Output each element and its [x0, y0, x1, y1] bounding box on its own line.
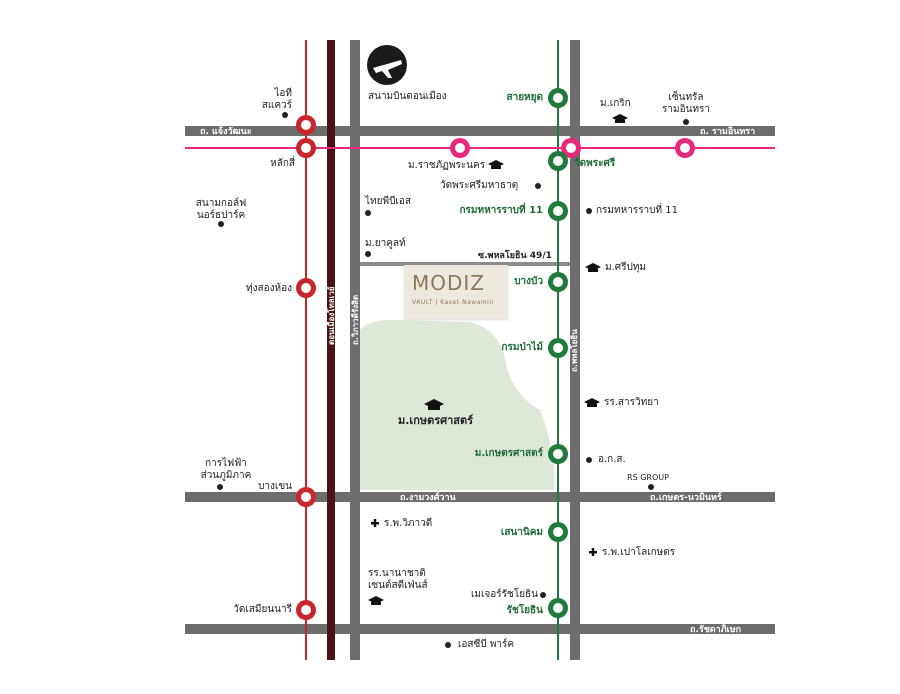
station-label-infantry: กรมทหารราบที่ 11 [459, 205, 543, 216]
road-label-ratchada: ถ.รัชดาภิเษก [690, 625, 742, 635]
place-rajabhat: ม.ราชภัฏพระนคร [408, 160, 486, 171]
place-scb-park: เอสซีบี พาร์ค [458, 639, 515, 650]
road-soi-49-1 [360, 262, 570, 266]
road-label-ngam-wong-wan: ถ.งามวงศ์วาน [400, 493, 456, 503]
red-stations [296, 115, 316, 620]
place-vibhavadi-hospital: ร.พ.วิภาวดี [384, 518, 433, 529]
road-label-ram-inthra: ถ. รามอินทรา [700, 127, 756, 137]
road-vibhavadi [350, 40, 360, 660]
project-card: MODIZ VAULT | Kaset-Nawamin [404, 265, 508, 319]
graduation-cap-icon [368, 114, 628, 605]
station-label-bang-bua: บางบัว [514, 276, 543, 287]
road-label-chaeng-watthana: ถ. แจ้งวัฒนะ [200, 127, 252, 137]
place-rs-group: RS GROUP [627, 473, 669, 482]
place-st-stephens: รร.นานาชาติ เซนต์สตีเฟ่นส์ [368, 568, 428, 591]
station-label-wat-phra-sri: วัดพระศรี [574, 158, 616, 169]
place-central: เซ็นทรัล รามอินทรา [662, 92, 710, 115]
poi-dots [217, 112, 689, 648]
place-ortorkor: อ.ก.ส. [598, 454, 626, 465]
green-stations [548, 88, 568, 618]
station-label-saiyud: สายหยุด [506, 92, 543, 103]
place-airport: สนามบินดอนเมือง [368, 91, 447, 102]
tollway-line [327, 40, 335, 660]
station-label-thung-song-hong: ทุ่งสองห้อง [246, 283, 292, 294]
station-label-ratchayothin: รัชโยธิน [506, 605, 543, 616]
place-it-square: ไอที สแควร์ [261, 88, 292, 111]
cross-icon [371, 519, 597, 556]
station-label-sena-nikhom: เสนานิคม [500, 527, 543, 538]
place-paolo-hospital: ร.พ.เปาโลเกษตร [602, 547, 676, 558]
place-wat-phra-sri: วัดพระศรีมหาธาตุ [440, 180, 519, 191]
pink-stations [450, 138, 695, 158]
place-kasetsart: ม.เกษตรศาสตร์ [398, 414, 474, 427]
pink-line [185, 147, 775, 149]
road-label-soi: ซ.พหลโยธิน 49/1 [478, 251, 552, 261]
station-label-lak-si: หลักสี่ [270, 158, 295, 169]
place-infantry: กรมทหารราบที่ 11 [596, 205, 679, 216]
plane-icon [367, 45, 407, 85]
station-label-bang-khen: บางเขน [258, 481, 292, 492]
place-sarawittaya: รร.สารวิทยา [604, 397, 659, 408]
road-chaeng-watthana [185, 126, 775, 136]
place-krirk: ม.เกริก [600, 98, 631, 109]
project-subtitle: VAULT | Kaset-Nawamin [412, 299, 494, 306]
kasetsart-park [360, 319, 554, 490]
station-label-kasetsart: ม.เกษตรศาสตร์ [474, 448, 543, 459]
road-ratchadaphisek [185, 624, 775, 634]
road-label-kaset-nawamin: ถ.เกษตร-นวมินทร์ [650, 493, 722, 503]
station-label-forestry: กรมป่าไม้ [501, 342, 543, 353]
project-logo: MODIZ [412, 271, 485, 295]
red-line [305, 40, 307, 660]
place-thai-pbs: ไทยพีบีเอส [365, 196, 411, 207]
place-sripatum: ม.ศรีปทุม [605, 262, 647, 273]
road-label-tollway: ดอนเมืองโทลเวย์ [327, 286, 336, 345]
road-ngam-wong-wan [185, 492, 775, 502]
road-label-vibhavadi: ถ.วิภาวดีรังสิต [351, 294, 360, 345]
station-label-wat-samian-nari: วัดเสมียนนารี [233, 604, 292, 615]
road-label-phahonyothin: ถ.พหลโยธิน [570, 329, 579, 372]
road-phahonyothin [570, 40, 580, 660]
place-pea: การไฟฟ้า ส่วนภูมิภาค [200, 458, 252, 481]
place-yakult: ม.ยาคูลท์ [365, 238, 406, 249]
place-golf: สนามกอล์ฟ นอร์ธปาร์ค [195, 198, 247, 221]
place-major: เมเจอร์รัชโยธิน [471, 589, 538, 600]
